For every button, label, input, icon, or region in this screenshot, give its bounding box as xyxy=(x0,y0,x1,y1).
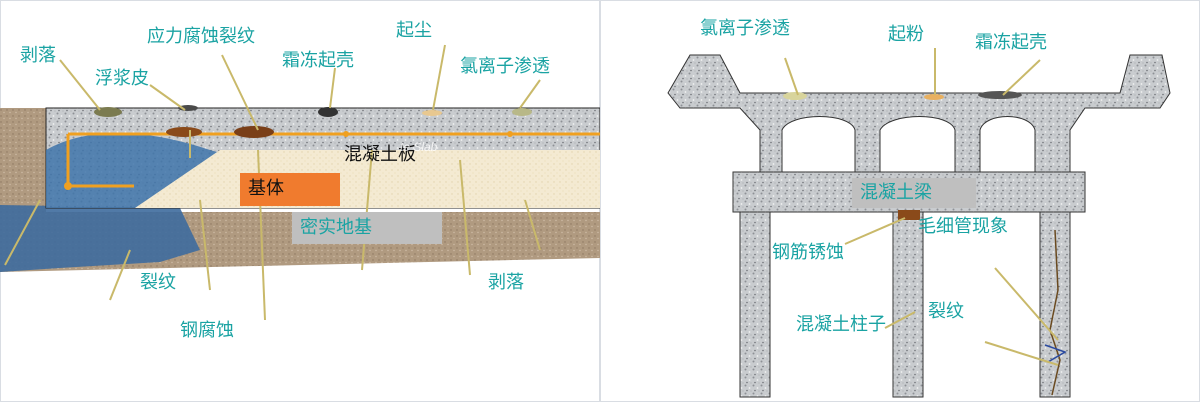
label-frost-scaling-left: 霜冻起壳 xyxy=(282,50,354,71)
panel-divider xyxy=(599,0,601,402)
column-1 xyxy=(739,211,771,398)
rebar-node xyxy=(64,182,72,190)
beam-label-box: 混凝土梁 xyxy=(852,178,976,208)
chloride-mark xyxy=(512,108,532,116)
water-zone xyxy=(0,205,200,272)
chalking-mark xyxy=(924,94,944,100)
corrosion-spot xyxy=(234,126,274,138)
label-crack-right: 裂纹 xyxy=(928,301,964,322)
label-compact-subgrade: 密实地基 xyxy=(300,217,372,238)
spalling-mark xyxy=(94,107,122,117)
rebar-node xyxy=(507,131,513,137)
label-rebar-corrosion: 钢筋锈蚀 xyxy=(772,242,844,263)
label-matrix: 基体 xyxy=(248,178,284,199)
label-spalling-bottom: 剥落 xyxy=(488,272,524,293)
pointer-lines-right xyxy=(784,48,1059,366)
faint-slab-text: te Slab xyxy=(400,140,438,154)
chloride-mark-right xyxy=(783,92,807,100)
label-crack-left: 裂纹 xyxy=(140,272,176,293)
label-stress-corrosion-crack: 应力腐蚀裂纹 xyxy=(147,26,255,47)
rebar-rust-spot xyxy=(898,210,920,220)
label-spalling-top: 剥落 xyxy=(20,45,56,66)
label-concrete-column: 混凝土柱子 xyxy=(796,314,886,335)
left-panel-drawing xyxy=(0,44,600,321)
dust-mark xyxy=(422,110,442,116)
label-chloride-left: 氯离子渗透 xyxy=(460,56,550,77)
label-chloride-right: 氯离子渗透 xyxy=(700,18,790,39)
rebar-node xyxy=(343,131,349,137)
bridge-deck xyxy=(667,54,1171,173)
label-dusting: 起尘 xyxy=(396,20,432,41)
frost-mark xyxy=(318,107,338,117)
label-capillary: 毛细管现象 xyxy=(918,216,1008,237)
label-steel-corrosion: 钢腐蚀 xyxy=(180,320,234,341)
label-chalking: 起粉 xyxy=(888,24,924,45)
frost-mark-right xyxy=(978,91,1022,99)
corrosion-spot xyxy=(166,127,202,137)
label-concrete-beam: 混凝土梁 xyxy=(860,182,932,203)
matrix-box: 基体 xyxy=(240,173,340,206)
column-crack-branch xyxy=(1044,344,1067,363)
label-frost-scaling-right: 霜冻起壳 xyxy=(975,32,1047,53)
label-laitance: 浮浆皮 xyxy=(95,68,149,89)
column-2 xyxy=(892,211,924,398)
label-concrete-slab: 混凝土板 xyxy=(344,144,416,165)
subgrade-box: 密实地基 xyxy=(292,212,442,244)
